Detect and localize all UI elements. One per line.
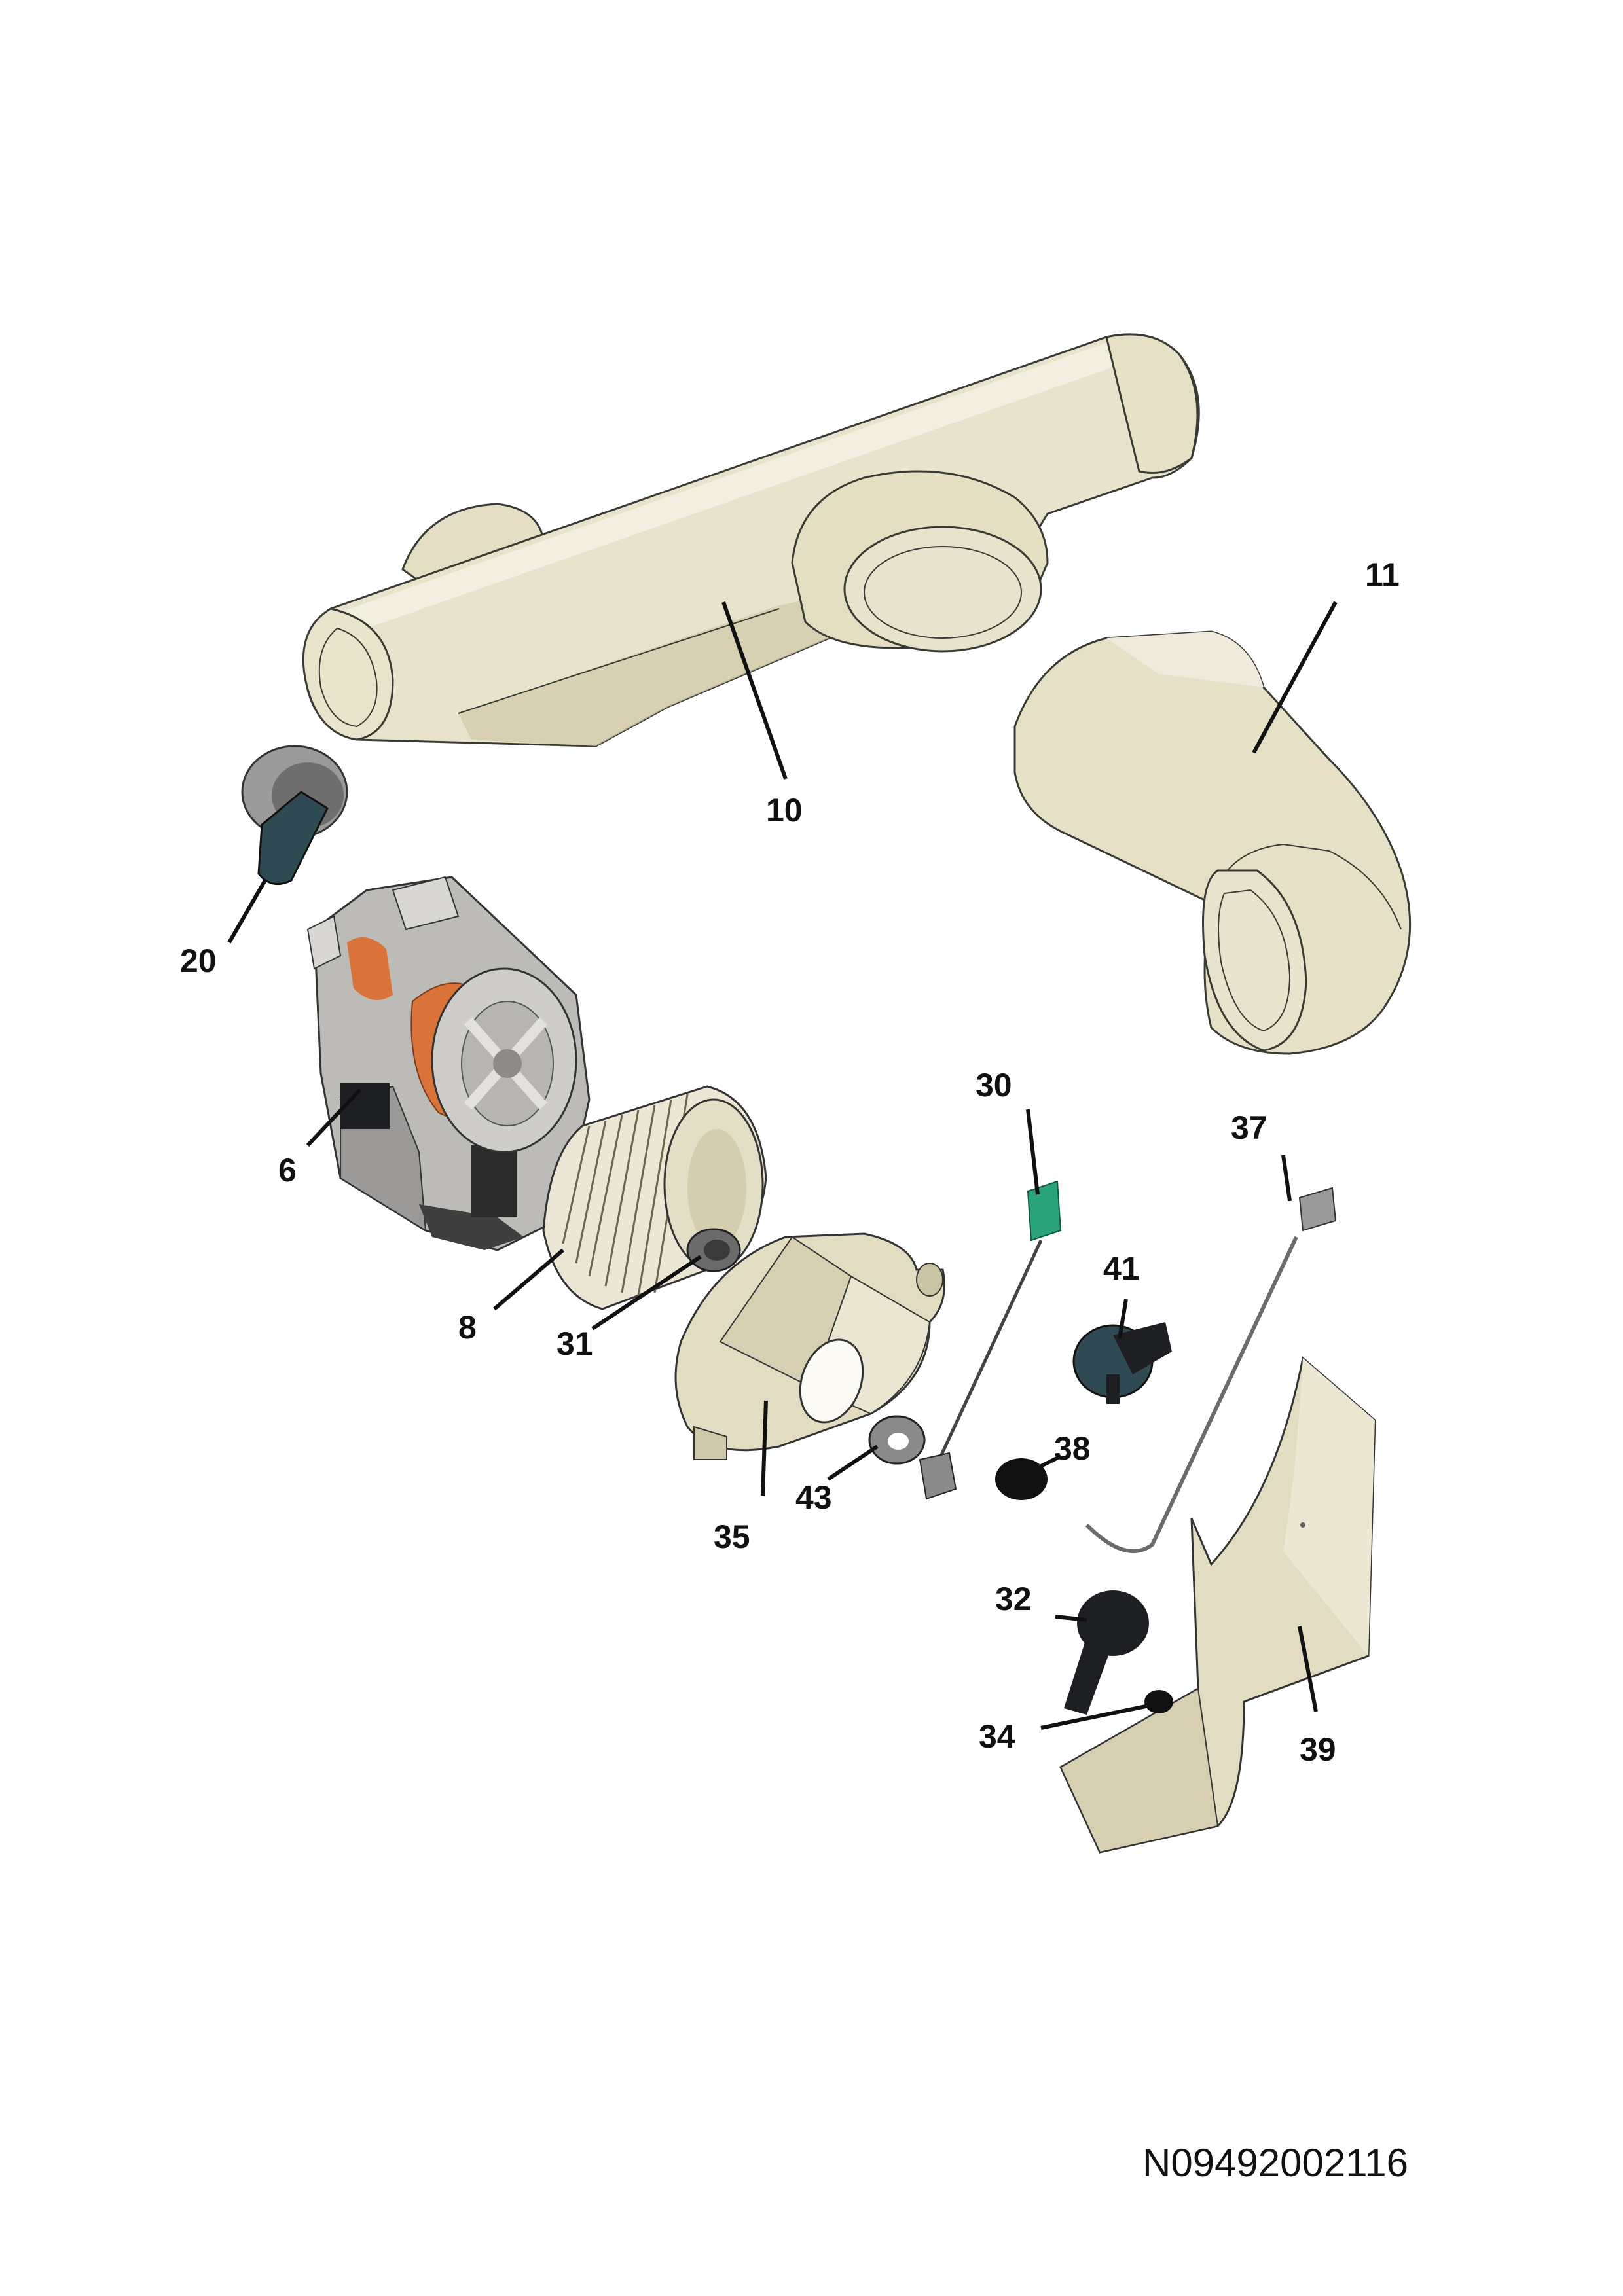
grommet-icon[interactable] [995,1458,1048,1500]
clip-icon[interactable] [1144,1690,1173,1713]
leader-lines [227,601,1338,1730]
document-code: N09492002116 [1142,2141,1408,2185]
callout-32: 32 [995,1581,1032,1617]
callout-labels: 10 11 20 6 8 30 31 35 43 37 41 38 32 34 … [180,556,1400,1768]
nut-icon[interactable] [686,1228,741,1272]
callout-31: 31 [556,1325,593,1362]
fan-housing-icon[interactable] [674,1232,945,1460]
callout-41: 41 [1103,1250,1140,1287]
callout-34: 34 [979,1718,1015,1755]
washer-icon[interactable] [868,1415,926,1465]
cover-panel-icon[interactable] [1059,1356,1376,1854]
callout-39: 39 [1300,1731,1336,1768]
callout-6: 6 [278,1152,297,1189]
elbow-duct-icon[interactable] [1013,630,1412,1055]
knob-icon[interactable] [1064,1590,1149,1715]
callout-20: 20 [180,942,217,979]
callout-30: 30 [976,1067,1012,1103]
callout-8: 8 [458,1309,477,1346]
callout-43: 43 [795,1479,832,1516]
callout-37: 37 [1231,1109,1267,1146]
capacitor-icon[interactable] [241,745,348,886]
sensor-icon[interactable] [919,1180,1062,1500]
callout-10: 10 [766,792,803,829]
callout-11: 11 [1365,556,1400,593]
thermostat-probe-icon[interactable] [1085,1187,1337,1553]
motor-icon[interactable] [306,876,591,1251]
callout-35: 35 [714,1518,750,1555]
thermostat-icon[interactable] [1072,1322,1172,1404]
callout-38: 38 [1054,1430,1091,1467]
